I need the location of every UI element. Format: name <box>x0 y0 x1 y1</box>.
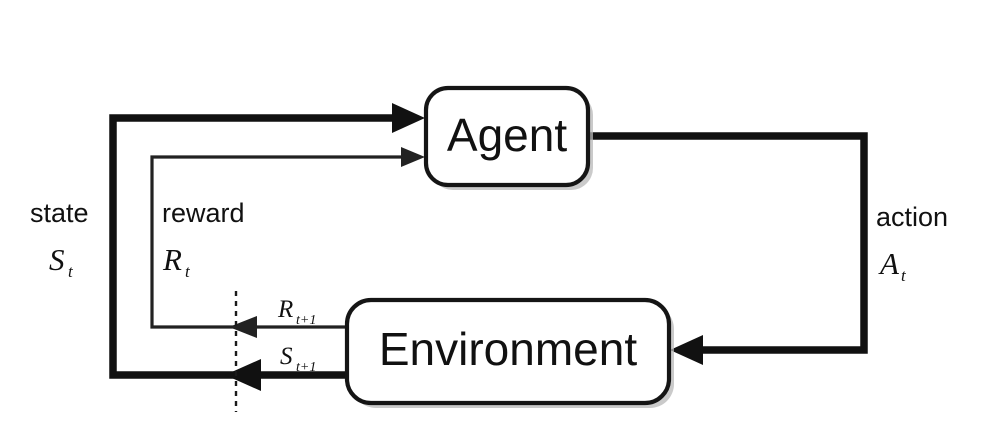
reward-label-word: reward <box>162 198 245 228</box>
state-label-group: state S t <box>30 198 89 281</box>
state-label-subscript: t <box>68 262 74 281</box>
agent-label: Agent <box>447 109 567 161</box>
state-label-symbol: S <box>49 242 65 277</box>
environment-label: Environment <box>379 323 637 375</box>
action-label-word: action <box>876 202 948 232</box>
reward-next-label-group: R t+1 <box>277 296 316 328</box>
state-next-symbol: S <box>280 343 293 370</box>
action-flow-path <box>588 132 868 354</box>
state-next-subscript: t+1 <box>296 360 316 375</box>
action-arrowhead-icon <box>670 335 703 365</box>
reward-next-subscript: t+1 <box>296 313 316 328</box>
state-next-arrowhead-icon <box>225 359 261 391</box>
state-label-word: state <box>30 198 89 228</box>
reward-next-symbol: R <box>277 296 293 323</box>
environment-box <box>344 297 672 406</box>
agent-node[interactable]: Agent <box>423 85 593 190</box>
state-next-label-group: S t+1 <box>280 343 316 375</box>
reward-label-subscript: t <box>185 262 191 281</box>
action-label-group: action A t <box>876 202 948 285</box>
reward-arrowhead-icon <box>401 147 425 167</box>
reward-label-group: reward R t <box>162 198 245 281</box>
reward-next-arrowhead-icon <box>229 316 257 338</box>
action-label-subscript: t <box>901 266 907 285</box>
reward-label-symbol: R <box>162 242 182 277</box>
action-label-symbol: A <box>878 246 900 281</box>
state-arrowhead-icon <box>392 103 425 133</box>
environment-node[interactable]: Environment <box>344 297 674 408</box>
agent-box <box>423 85 591 188</box>
